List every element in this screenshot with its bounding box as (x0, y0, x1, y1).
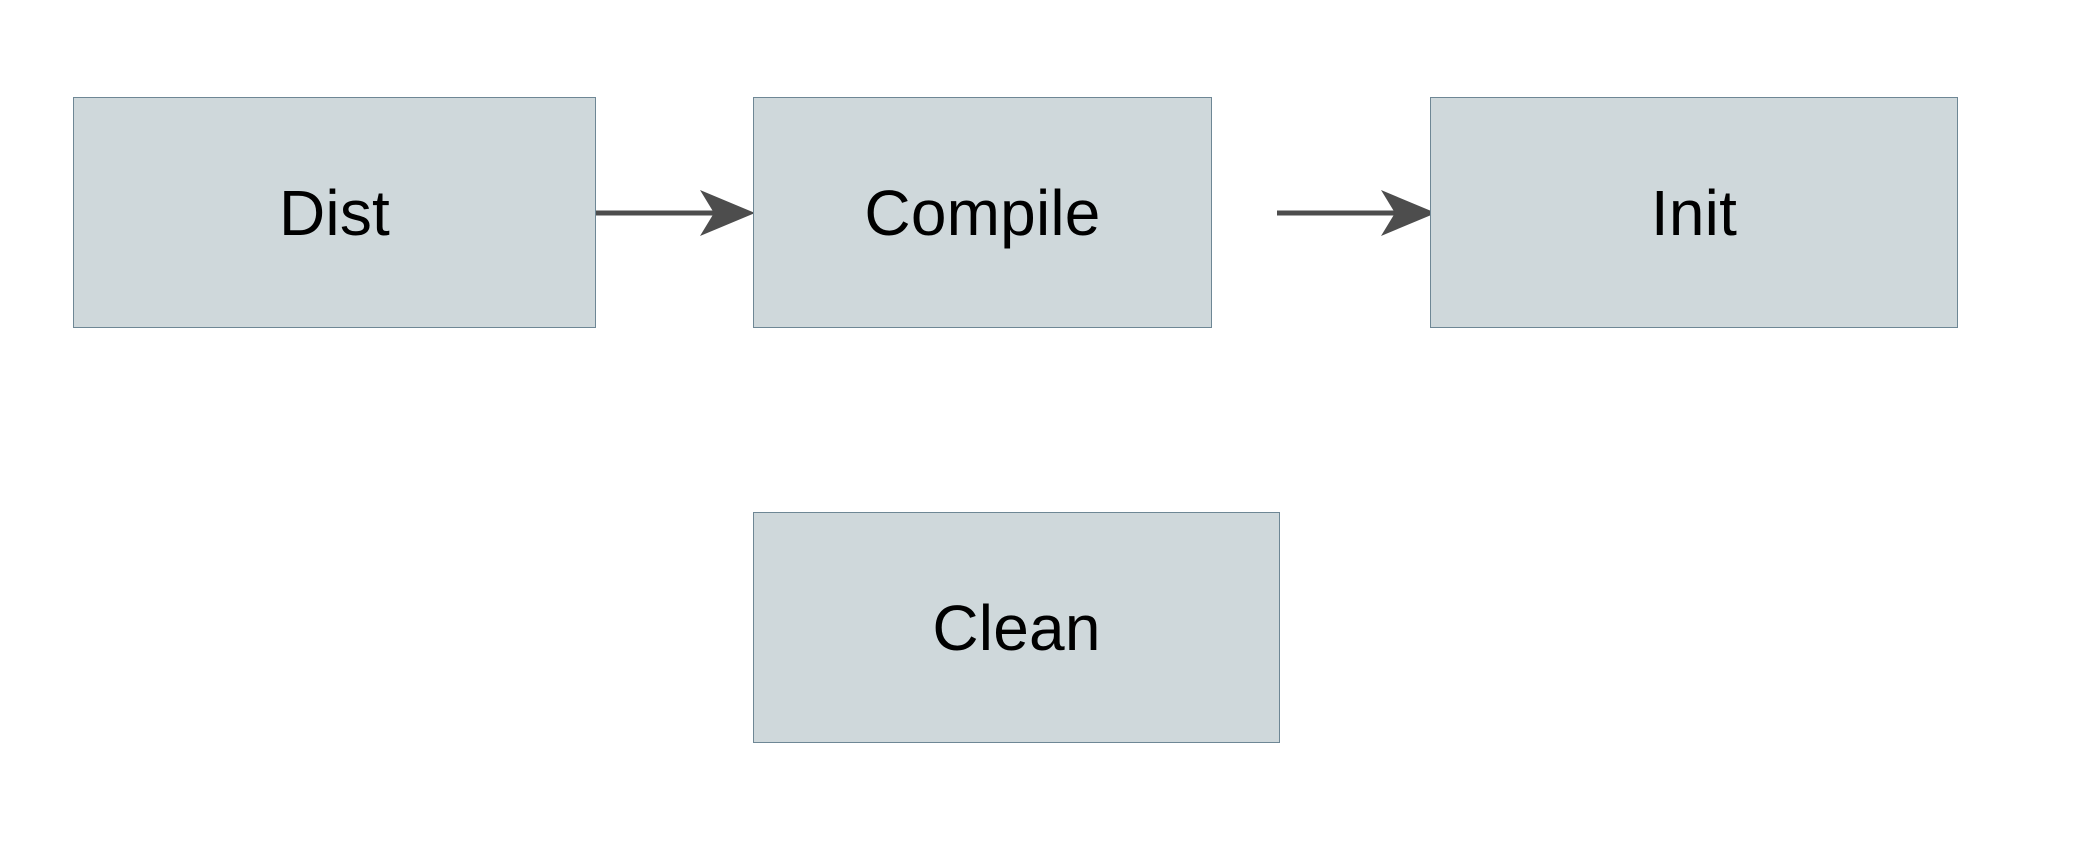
node-init[interactable]: Init (1430, 97, 1958, 328)
node-label-clean: Clean (932, 591, 1101, 664)
arrowhead-icon (1381, 190, 1436, 236)
node-label-compile: Compile (864, 176, 1101, 249)
node-label-dist: Dist (278, 176, 391, 249)
node-dist[interactable]: Dist (73, 97, 596, 328)
node-compile[interactable]: Compile (753, 97, 1212, 328)
edge-compile-to-init[interactable] (1277, 190, 1436, 236)
edge-dist-to-compile[interactable] (596, 190, 755, 236)
node-clean[interactable]: Clean (753, 512, 1280, 743)
arrowhead-icon (700, 190, 755, 236)
node-label-init: Init (1650, 176, 1738, 249)
